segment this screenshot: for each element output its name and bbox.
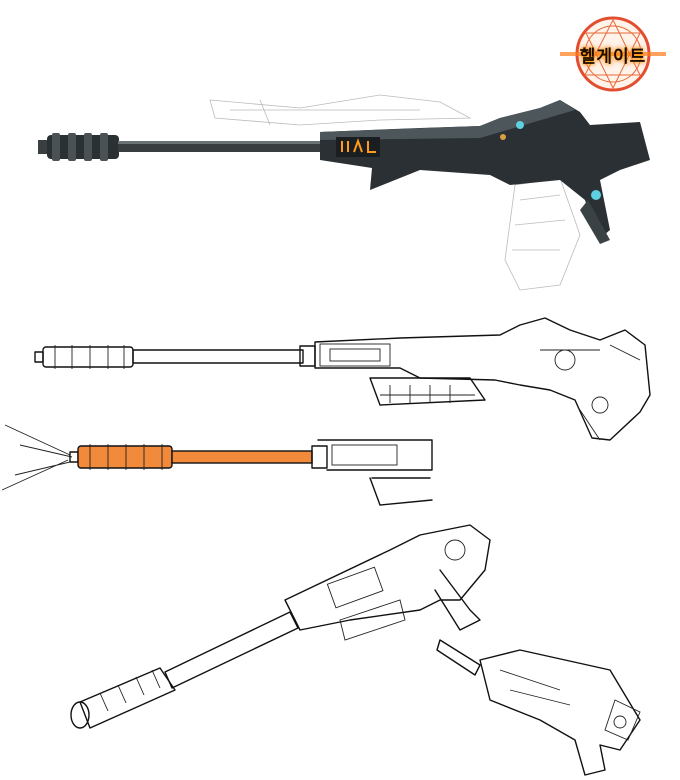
rendered-sniper-rifle xyxy=(38,94,650,291)
glow-display xyxy=(341,138,376,153)
perspective-sniper-rifle xyxy=(70,524,491,729)
lineart-sniper-rifle xyxy=(34,317,651,441)
front-view-sketch xyxy=(436,639,641,776)
logo-emblem xyxy=(560,16,666,92)
hellgate-logo: 헬게이트 xyxy=(553,14,673,94)
logo-text: 헬게이트 xyxy=(579,47,647,67)
barrel-detail-sketch xyxy=(1,424,433,506)
